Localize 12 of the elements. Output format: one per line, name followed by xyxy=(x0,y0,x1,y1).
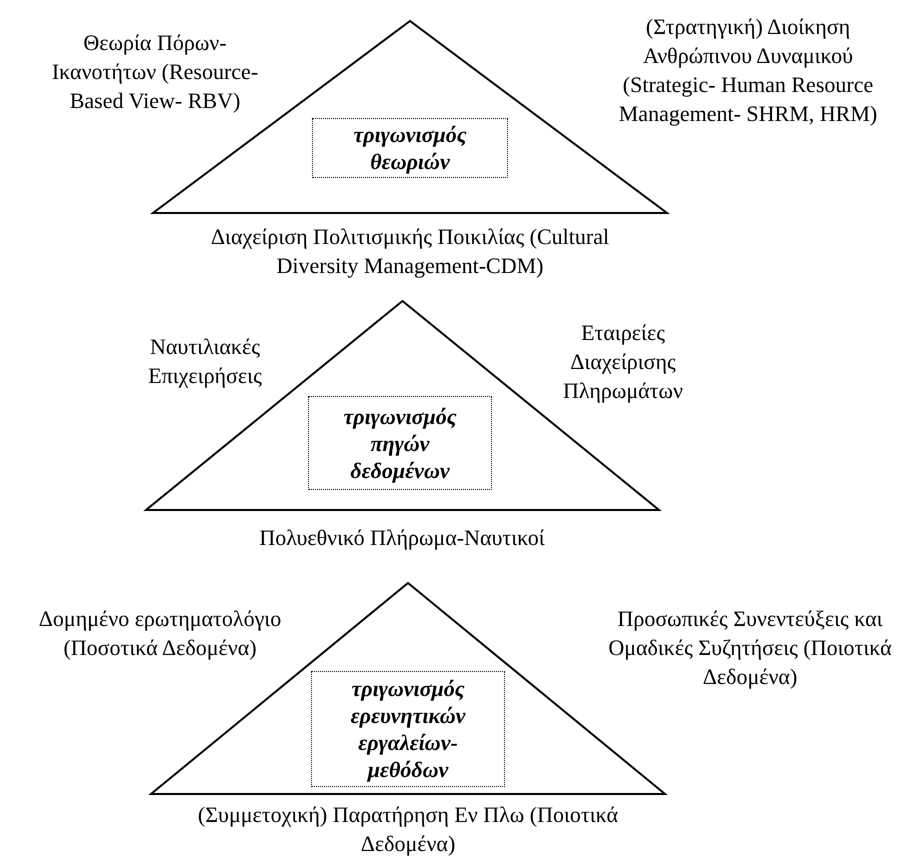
corner-label: Δομημένο ερωτηματολόγιο (Ποσοτικά Δεδομένα) xyxy=(38,605,282,662)
corner-label: Ναυτιλιακές Επιχειρήσεις xyxy=(147,333,263,390)
corner-label: (Συμμετοχική) Παρατήρηση Εν Πλω (Ποιοτικά Δεδομένα) xyxy=(196,801,620,858)
corner-label: (Στρατηγική) Διοίκηση Ανθρώπινου Δυναμικού (Strategic- Human Resource Management- SHRM, HRM) xyxy=(618,13,878,128)
corner-label: Προσωπικές Συνεντεύξεις και Ομαδικές Συζητήσεις (Ποιοτικά Δεδομένα) xyxy=(607,605,893,691)
corner-label: Πολυεθνικό Πλήρωμα-Ναυτικοί xyxy=(258,524,546,552)
corner-label: Διαχείριση Πολιτισμικής Ποικιλίας (Cultural Diversity Management-CDM) xyxy=(210,223,610,280)
corner-label: Εταιρείες Διαχείρισης Πληρωμάτων xyxy=(562,319,684,405)
corner-label: Θεωρία Πόρων- Ικανοτήτων (Resource-Based View- RBV) xyxy=(50,29,260,115)
dotted-text-box: τριγωνισμός πηγών δεδομένων xyxy=(308,396,492,490)
dotted-text-box: τριγωνισμός θεωριών xyxy=(312,118,508,178)
dotted-text-box: τριγωνισμός ερευνητικών εργαλείων- μεθόδων xyxy=(311,671,505,787)
